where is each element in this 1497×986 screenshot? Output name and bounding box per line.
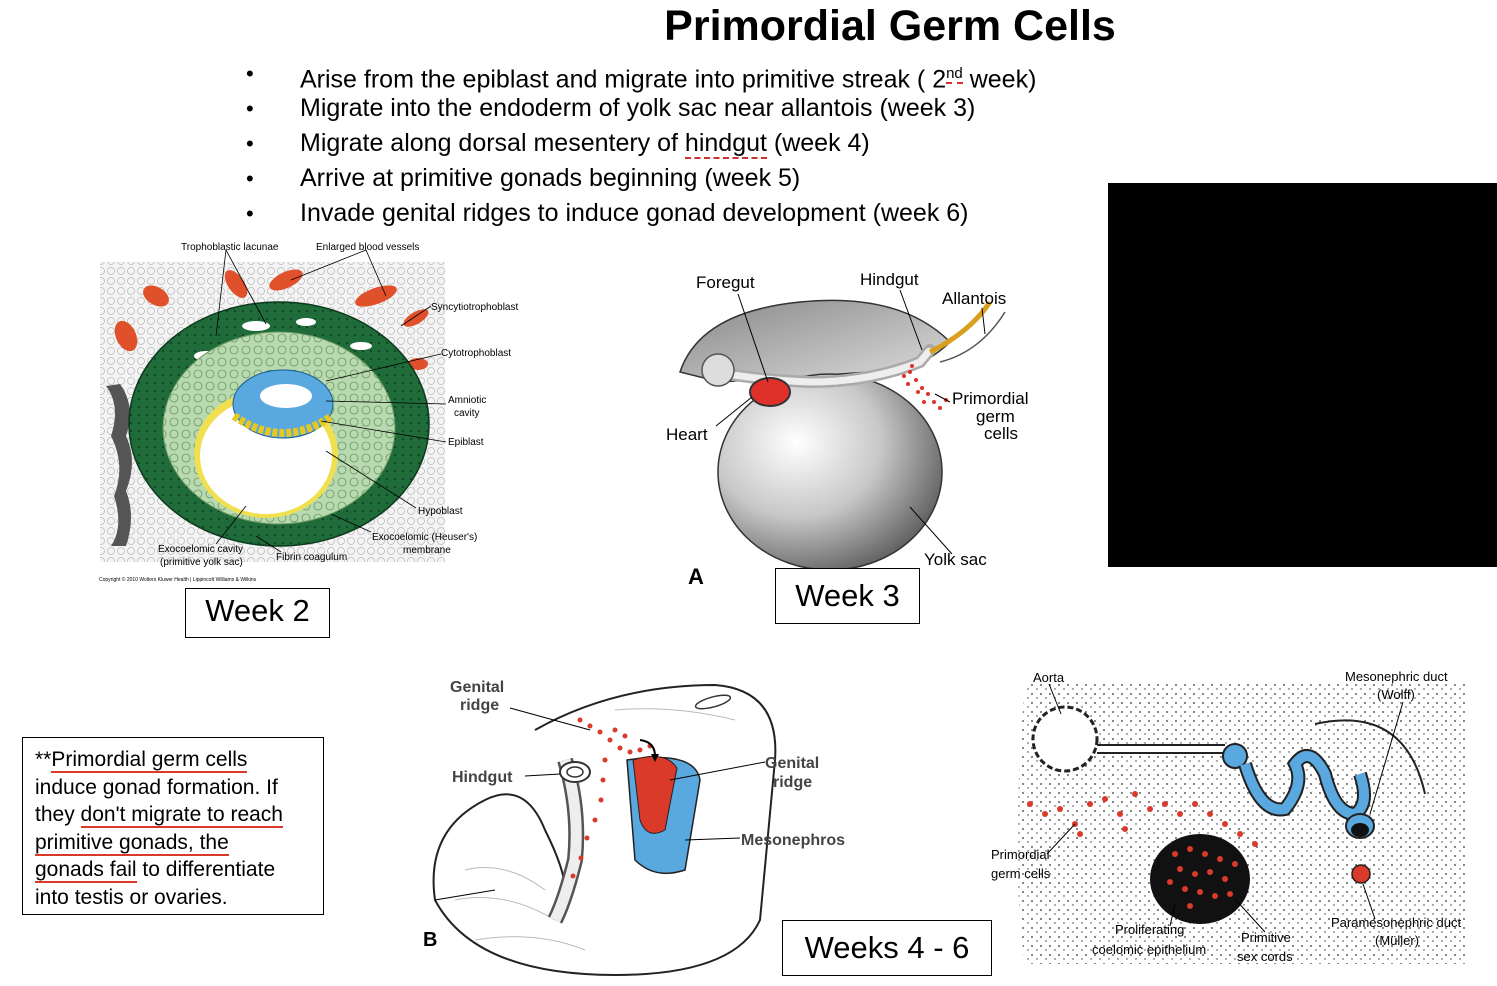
week2-label: Week 2 — [185, 588, 330, 638]
bullet-dot-icon: • — [246, 166, 254, 191]
note-textbox: **Primordial germ cells induce gonad for… — [22, 737, 324, 915]
copyright-text: Copyright © 2010 Wolters Kluwer Health |… — [99, 576, 257, 583]
bullet-item: • Arise from the epiblast and migrate int… — [246, 56, 1037, 94]
label-mesonephric-duct: Mesonephric duct — [1345, 669, 1448, 684]
note-line: **Primordial germ cells — [35, 746, 311, 774]
label-epiblast: Epiblast — [448, 437, 484, 448]
label-fibrin-coagulum: Fibrin coagulum — [276, 552, 347, 563]
label-primitive: Primitive — [1241, 930, 1291, 945]
bullet-dot-icon: • — [246, 96, 254, 121]
label-hypoblast: Hypoblast — [418, 506, 463, 517]
note-text: to differentiate — [136, 858, 276, 881]
bullet-item: • Arrive at primitive gonads beginning (w… — [246, 161, 1036, 196]
bullet-item: • Invade genital ridges to induce gonad d… — [246, 196, 1036, 231]
label-primordial: Primordial — [991, 847, 1050, 862]
bullet-superscript: nd — [946, 65, 963, 84]
label-wolff: (Wolff) — [1377, 687, 1415, 702]
label-cells: cells — [984, 424, 1018, 443]
label-genital-ridge-top: Genital — [450, 679, 504, 696]
bullet-text: (week 4) — [766, 129, 870, 157]
label-primordial: Primordial — [952, 389, 1029, 408]
label-primitive-yolk-sac: (primitive yolk sac) — [160, 557, 243, 568]
label-genital-ridge-right-2: ridge — [773, 774, 812, 791]
label-yolk-sac: Yolk sac — [924, 550, 987, 569]
note-underlined-text: don't migrate to reach — [80, 803, 283, 828]
label-foregut: Foregut — [696, 273, 755, 292]
weeks46-label: Weeks 4 - 6 — [782, 920, 992, 976]
label-amniotic: Amniotic — [448, 395, 486, 406]
label-hindgut-b: Hindgut — [452, 769, 513, 786]
note-prefix: ** — [35, 748, 52, 771]
note-line: they don't migrate to reach — [35, 801, 311, 829]
slide-title: Primordial Germ Cells — [664, 2, 1116, 50]
bullet-text: Arrive at primitive gonads beginning (we… — [300, 164, 801, 192]
label-exocoelomic-membrane: Exocoelomic (Heuser's) — [372, 532, 477, 543]
weeks46-embryo-svg: Genital ridge Hindgut Genital ridge Meso… — [423, 679, 845, 977]
label-coelomic-epithelium: coelomic epithelium — [1092, 942, 1206, 957]
label-heart: Heart — [666, 425, 708, 444]
label-exocoelomic-membrane-2: membrane — [403, 545, 451, 556]
gonad-cross-section-svg: Aorta Mesonephric duct (Wolff) Primordia… — [991, 669, 1465, 964]
note-underlined-text: primitive gonads, the — [35, 830, 229, 856]
bullet-list: • Arise from the epiblast and migrate int… — [246, 56, 1036, 231]
panel-letter-b: B — [423, 929, 437, 951]
gland-shape — [106, 384, 132, 546]
label-mesonephros: Mesonephros — [741, 832, 845, 849]
bullet-text: Migrate along dorsal mesentery of — [300, 129, 685, 157]
label-proliferating: Proliferating — [1115, 922, 1184, 937]
gonad-cross-section-diagram: Aorta Mesonephric duct (Wolff) Primordia… — [985, 664, 1485, 974]
week2-embryo-svg: Trophoblastic lacunae Enlarged blood ves… — [99, 242, 518, 583]
note-text: they — [35, 803, 81, 826]
label-enlarged-blood-vessels: Enlarged blood vessels — [316, 242, 419, 253]
week3-label: Week 3 — [775, 568, 920, 624]
label-trophoblastic-lacunae: Trophoblastic lacunae — [181, 242, 279, 253]
label-paramesonephric-duct: Paramesonephric duct — [1331, 915, 1461, 930]
note-line: into testis or ovaries. — [35, 885, 228, 909]
note-line: gonads fail to differentiate — [35, 856, 311, 884]
label-aorta: Aorta — [1033, 670, 1065, 685]
panel-letter-a: A — [688, 564, 704, 589]
week2-embryo-diagram: Trophoblastic lacunae Enlarged blood ves… — [96, 236, 536, 586]
bullet-text: week) — [962, 65, 1037, 94]
label-germ: germ — [976, 407, 1015, 426]
bullet-item: • Migrate along dorsal mesentery of hindg… — [246, 126, 1036, 161]
spellcheck-word: hindgut — [684, 129, 767, 159]
bullet-dot-icon: • — [246, 131, 254, 156]
black-video-placeholder — [1108, 183, 1497, 567]
label-amniotic-cavity: cavity — [454, 408, 480, 419]
note-underlined-text: Primordial germ cells — [51, 748, 248, 773]
label-genital-ridge-right: Genital — [765, 755, 819, 772]
label-syncytiotrophoblast: Syncytiotrophoblast — [431, 302, 518, 313]
label-hindgut: Hindgut — [860, 270, 919, 289]
note-line: induce gonad formation. If — [35, 775, 278, 799]
bullet-text: Arise from the epiblast and migrate into… — [300, 65, 947, 94]
label-muller: (Müller) — [1375, 933, 1419, 948]
note-line: primitive gonads, the — [35, 829, 311, 857]
label-cytotrophoblast: Cytotrophoblast — [441, 348, 511, 359]
bullet-dot-icon: • — [246, 201, 254, 226]
label-genital-ridge-top-2: ridge — [460, 697, 499, 714]
week3-embryo-svg: Foregut Hindgut Allantois Primordial ger… — [666, 270, 1029, 589]
bullet-text: Invade genital ridges to induce gonad de… — [300, 199, 969, 227]
label-allantois: Allantois — [942, 289, 1006, 308]
bullet-text: Migrate into the endoderm of yolk sac ne… — [300, 94, 976, 122]
week3-embryo-diagram: Foregut Hindgut Allantois Primordial ger… — [660, 262, 1060, 592]
bullet-dot-icon: • — [246, 61, 254, 86]
note-underlined-text: gonads fail — [35, 858, 137, 883]
label-exocoelomic-cavity: Exocoelomic cavity — [158, 544, 243, 555]
label-germ-cells: germ cells — [991, 866, 1051, 881]
weeks46-embryo-diagram: Genital ridge Hindgut Genital ridge Meso… — [415, 670, 885, 980]
bullet-item: • Migrate into the endoderm of yolk sac n… — [246, 91, 1036, 126]
label-sex-cords: sex cords — [1237, 949, 1293, 964]
